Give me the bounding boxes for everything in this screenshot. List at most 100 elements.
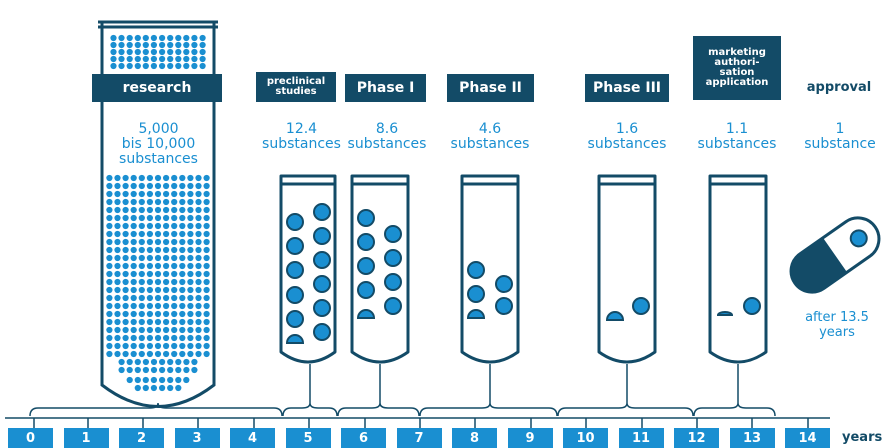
research-dot [142, 55, 149, 63]
research-dot [126, 48, 133, 56]
research-dot [195, 270, 202, 278]
research-dot [195, 190, 202, 198]
research-dot [130, 222, 137, 230]
substance-dot-icon [313, 227, 331, 245]
research-dot [199, 62, 206, 70]
research-dot [195, 198, 202, 206]
research-dot [146, 198, 153, 206]
research-dot [171, 222, 178, 230]
research-dot [171, 270, 178, 278]
substance-dot-icon [466, 309, 486, 319]
research-dot [167, 366, 174, 374]
research-dot [187, 270, 194, 278]
research-dot [110, 55, 117, 63]
research-dot [106, 198, 113, 206]
research-dot [142, 34, 149, 42]
research-dot [187, 310, 194, 318]
research-dot [171, 238, 178, 246]
research-dot [154, 246, 162, 254]
year-box-5: 5 [285, 428, 331, 448]
research-dot [138, 246, 145, 254]
research-dot [106, 350, 113, 358]
research-dot [114, 198, 121, 206]
research-dot [150, 358, 158, 366]
research-dot [195, 302, 202, 310]
research-dot [187, 222, 194, 230]
research-dot [187, 206, 194, 214]
research-dot [171, 206, 178, 214]
research-dot [154, 238, 162, 246]
research-dot [146, 286, 153, 294]
research-dot [114, 302, 121, 310]
research-dot [138, 206, 145, 214]
substance-dot-icon [313, 251, 331, 269]
research-dot [138, 278, 145, 286]
research-dot [138, 310, 145, 318]
research-dot [179, 334, 186, 342]
marketing-count: 1.1 substances [697, 121, 777, 152]
research-dot [159, 62, 166, 70]
research-dot [118, 41, 125, 49]
research-dot [130, 206, 137, 214]
research-substance-dots [106, 34, 210, 392]
approval-label: approval [806, 80, 872, 95]
research-dot [195, 350, 202, 358]
research-dot [142, 366, 149, 374]
research-dot [142, 41, 149, 49]
research-dot [203, 342, 210, 350]
research-dot [122, 190, 129, 198]
substance-dot-icon [632, 297, 650, 315]
research-dot [195, 310, 202, 318]
research-dot [171, 334, 178, 342]
research-dot [122, 278, 129, 286]
research-dot [159, 384, 166, 392]
research-dot [146, 214, 153, 222]
research-dot [106, 302, 113, 310]
research-dot [187, 294, 194, 302]
research-dot [203, 318, 210, 326]
research-dot [138, 182, 145, 190]
research-dot [138, 222, 145, 230]
phase1-header: Phase I [345, 74, 426, 102]
research-dot [171, 342, 178, 350]
research-dot [195, 334, 202, 342]
research-dot [179, 206, 186, 214]
year-box-14: 14 [785, 428, 830, 448]
research-dot [138, 334, 145, 342]
research-dot [195, 246, 202, 254]
research-dot [187, 262, 194, 270]
research-dot [187, 326, 194, 334]
research-dot [175, 376, 182, 384]
research-dot [106, 262, 113, 270]
substance-dot-icon [357, 281, 375, 299]
research-dot [163, 270, 170, 278]
research-dot [159, 34, 166, 42]
research-dot [130, 310, 137, 318]
research-dot [106, 294, 113, 302]
research-dot [179, 222, 186, 230]
research-dot [195, 286, 202, 294]
research-dot [134, 34, 141, 42]
research-dot [203, 174, 210, 182]
research-dot [171, 190, 178, 198]
research-dot [134, 376, 141, 384]
preclinical-count: 12.4 substances [262, 121, 341, 152]
research-dot [134, 55, 141, 63]
marketing-label: marketing authori- sation application [705, 47, 769, 88]
research-dot [195, 318, 202, 326]
research-dot [138, 302, 145, 310]
research-dot [122, 342, 129, 350]
research-dot [159, 48, 166, 56]
research-dot [179, 294, 186, 302]
capsule-icon [789, 216, 881, 294]
research-dot [130, 262, 137, 270]
research-dot [122, 326, 129, 334]
research-dot [183, 34, 190, 42]
research-dot [163, 294, 170, 302]
substance-dot-icon [285, 334, 305, 344]
research-dot [130, 270, 137, 278]
research-dot [114, 246, 121, 254]
research-dot [122, 238, 129, 246]
research-dot [150, 384, 157, 392]
research-dot [154, 302, 162, 310]
